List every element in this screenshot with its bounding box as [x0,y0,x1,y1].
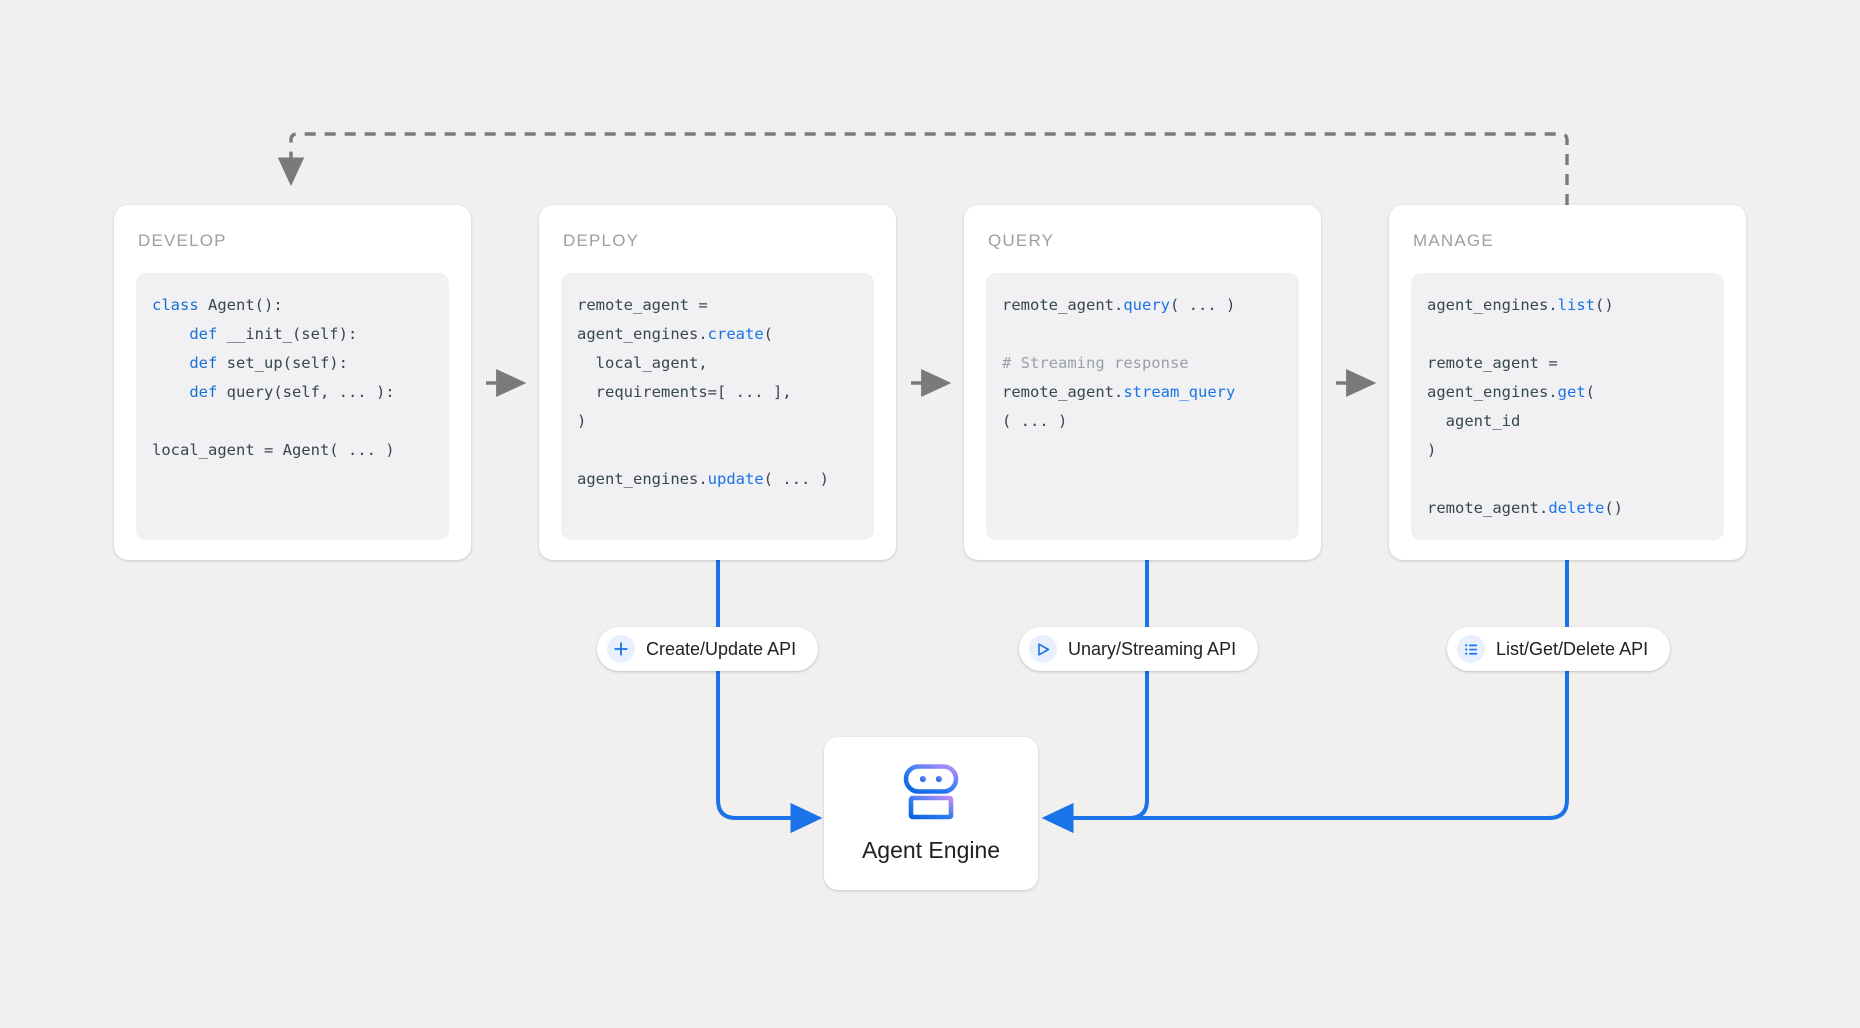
send-triangle-icon [1029,635,1057,663]
stage-card-query: QUERY remote_agent.query( ... ) # Stream… [964,205,1321,560]
api-pill-label-unary-streaming: Unary/Streaming API [1068,639,1237,659]
stage-title-manage: MANAGE [1413,231,1494,250]
code-block-develop: class Agent(): def __init_(self): def se… [136,273,449,540]
robot-icon [900,763,962,825]
api-pill-create-update[interactable]: Create/Update API [597,627,819,671]
code-text-manage: agent_engines.list() remote_agent = agen… [1427,296,1623,517]
plus-icon [607,635,635,663]
stage-card-develop: DEVELOP class Agent(): def __init_(self)… [114,205,471,560]
stage-title-deploy: DEPLOY [563,231,640,250]
code-text-query: remote_agent.query( ... ) # Streaming re… [1002,296,1236,430]
api-pill-label-create-update: Create/Update API [646,639,797,659]
stage-title-develop: DEVELOP [138,231,227,250]
code-block-deploy: remote_agent = agent_engines.create( loc… [561,273,874,540]
wire-deploy-to-agent-engine [716,560,823,834]
wire-query-to-agent-engine [1041,560,1149,834]
stage-card-manage: MANAGE agent_engines.list() remote_agent… [1389,205,1746,560]
agent-engine-label: Agent Engine [861,836,1001,863]
api-pill-list-get-delete[interactable]: List/Get/Delete API [1447,627,1671,671]
code-block-manage: agent_engines.list() remote_agent = agen… [1411,273,1724,540]
list-icon [1457,635,1485,663]
api-pill-label-list-get-delete: List/Get/Delete API [1496,639,1649,659]
feedback-loop-arrow [277,132,1569,205]
code-text-develop: class Agent(): def __init_(self): def se… [152,296,395,459]
stage-card-deploy: DEPLOY remote_agent = agent_engines.crea… [539,205,896,560]
agent-engine-node[interactable]: Agent Engine [824,737,1038,890]
wire-manage-to-agent-engine [1046,560,1569,820]
api-pill-unary-streaming[interactable]: Unary/Streaming API [1019,627,1259,671]
code-block-query: remote_agent.query( ... ) # Streaming re… [986,273,1299,540]
code-text-deploy: remote_agent = agent_engines.create( loc… [577,296,829,488]
stage-title-query: QUERY [988,231,1055,250]
